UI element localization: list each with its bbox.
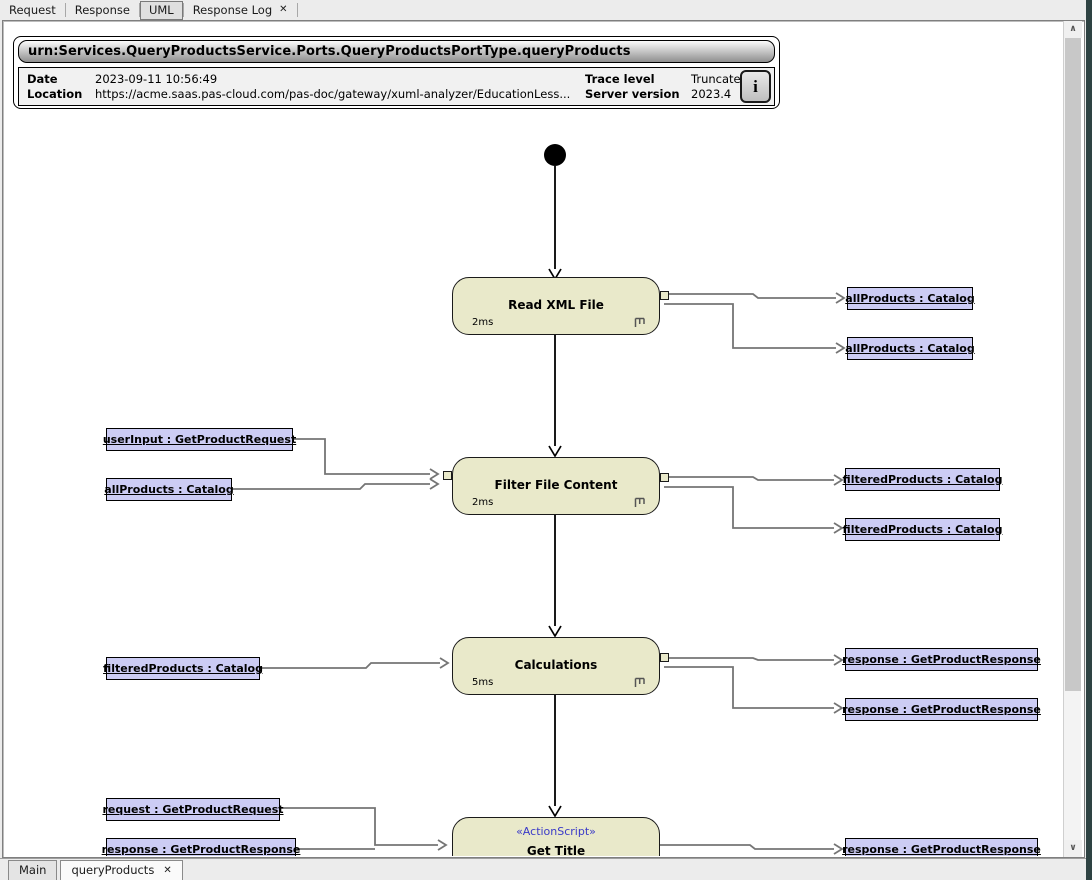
- trace-header-box: urn:Services.QueryProductsService.Ports.…: [13, 36, 780, 109]
- service-urn-bar: urn:Services.QueryProductsService.Ports.…: [18, 40, 775, 63]
- edges-layer: [232, 166, 846, 855]
- activity-title: Get Title: [526, 844, 586, 856]
- tab-response[interactable]: Response: [66, 1, 139, 20]
- object-node-label: filteredProducts : Catalog: [842, 523, 1003, 536]
- diagram-canvas: urn:Services.QueryProductsService.Ports.…: [4, 22, 1062, 856]
- vertical-scrollbar[interactable]: ∧ ∨: [1063, 21, 1082, 857]
- object-node-response-out-2[interactable]: response : GetProductResponse: [842, 698, 1041, 721]
- activity-get-title[interactable]: «ActionScript» Get Title: [452, 817, 660, 856]
- bottom-tab-bar: Main queryProducts ✕: [0, 858, 1092, 880]
- object-node-label: allProducts : Catalog: [845, 342, 975, 355]
- object-node-allproducts-out-1[interactable]: allProducts : Catalog: [845, 287, 975, 310]
- trace-level-value: Truncated: [691, 72, 748, 86]
- info-icon[interactable]: i: [740, 70, 771, 103]
- tab-uml-label: UML: [148, 2, 174, 17]
- tab-separator: [64, 3, 66, 17]
- object-node-label: allProducts : Catalog: [845, 292, 975, 305]
- tab-response-label: Response: [74, 2, 130, 17]
- activity-duration: 2ms: [472, 497, 494, 508]
- tab-queryproducts-label: queryProducts: [71, 863, 155, 877]
- object-node-filteredproducts-out-2[interactable]: filteredProducts : Catalog: [842, 518, 1003, 541]
- initial-node[interactable]: [544, 144, 566, 166]
- rake-icon: [634, 677, 645, 687]
- activity-duration: 2ms: [472, 317, 494, 328]
- activity-calculations[interactable]: Calculations 5ms: [452, 637, 660, 695]
- object-node-userinput[interactable]: userInput : GetProductRequest: [102, 428, 297, 451]
- activity-title: Calculations: [514, 658, 598, 672]
- tab-separator: [138, 3, 140, 17]
- object-node-label: allProducts : Catalog: [104, 483, 234, 496]
- date-value: 2023-09-11 10:56:49: [95, 72, 218, 86]
- tab-request[interactable]: Request: [0, 1, 65, 20]
- server-version-label: Server version: [585, 87, 680, 101]
- object-node-response-in[interactable]: response : GetProductResponse: [102, 838, 300, 856]
- input-pin[interactable]: [443, 471, 452, 480]
- activity-title: Filter File Content: [494, 478, 618, 492]
- activity-read-xml-file[interactable]: Read XML File 2ms: [452, 277, 660, 335]
- object-node-label: response : GetProductResponse: [842, 843, 1041, 856]
- location-label: Location: [27, 87, 83, 101]
- scroll-up-icon[interactable]: ∧: [1064, 21, 1082, 38]
- close-icon[interactable]: ✕: [279, 4, 288, 15]
- tab-queryproducts[interactable]: queryProducts ✕: [60, 860, 183, 880]
- object-node-response-out-1[interactable]: response : GetProductResponse: [842, 648, 1041, 671]
- trace-level-label: Trace level: [585, 72, 655, 86]
- tab-request-label: Request: [9, 2, 56, 17]
- tab-response-log-label: Response Log: [192, 2, 273, 17]
- object-node-label: filteredProducts : Catalog: [103, 662, 263, 675]
- rake-icon: [634, 317, 645, 327]
- server-version-value: 2023.4: [691, 87, 732, 101]
- object-node-filteredproducts-out-1[interactable]: filteredProducts : Catalog: [842, 468, 1003, 491]
- tab-response-log[interactable]: Response Log ✕: [184, 1, 297, 20]
- object-node-label: filteredProducts : Catalog: [842, 473, 1003, 486]
- tab-separator: [296, 3, 298, 17]
- trace-info-box: Date 2023-09-11 10:56:49 Location https:…: [18, 67, 775, 106]
- scroll-down-icon[interactable]: ∨: [1064, 840, 1082, 857]
- tab-main[interactable]: Main: [8, 860, 58, 880]
- object-node-label: response : GetProductResponse: [842, 653, 1041, 666]
- scrollbar-thumb[interactable]: [1065, 38, 1081, 691]
- object-node-allproducts-out-2[interactable]: allProducts : Catalog: [845, 337, 975, 360]
- object-node-label: response : GetProductResponse: [101, 843, 301, 856]
- object-node-filteredproducts-in[interactable]: filteredProducts : Catalog: [103, 657, 263, 680]
- close-icon[interactable]: ✕: [163, 864, 172, 876]
- activity-duration: 5ms: [472, 677, 494, 688]
- tab-main-label: Main: [19, 863, 47, 877]
- object-node-allproducts-in[interactable]: allProducts : Catalog: [104, 478, 234, 501]
- output-pin[interactable]: [660, 291, 669, 300]
- rake-icon: [634, 497, 645, 507]
- activity-filter-file-content[interactable]: Filter File Content 2ms: [452, 457, 660, 515]
- object-node-label: response : GetProductResponse: [842, 703, 1041, 716]
- window-edge: [1086, 0, 1092, 880]
- tab-separator: [182, 3, 184, 17]
- output-pin[interactable]: [660, 473, 669, 482]
- top-tab-bar: Request Response UML Response Log ✕: [0, 0, 1092, 20]
- output-pin[interactable]: [660, 653, 669, 662]
- location-value: https://acme.saas.pas-cloud.com/pas-doc/…: [95, 87, 571, 101]
- object-node-request-in[interactable]: request : GetProductRequest: [102, 798, 284, 821]
- date-label: Date: [27, 72, 58, 86]
- object-node-response-out-3[interactable]: response : GetProductResponse: [842, 838, 1041, 856]
- tab-uml[interactable]: UML: [139, 0, 183, 20]
- object-node-label: request : GetProductRequest: [102, 803, 284, 816]
- activity-stereotype: «ActionScript»: [516, 825, 596, 838]
- object-node-label: userInput : GetProductRequest: [102, 433, 297, 446]
- service-urn-text: urn:Services.QueryProductsService.Ports.…: [28, 44, 631, 59]
- activity-title: Read XML File: [508, 298, 604, 312]
